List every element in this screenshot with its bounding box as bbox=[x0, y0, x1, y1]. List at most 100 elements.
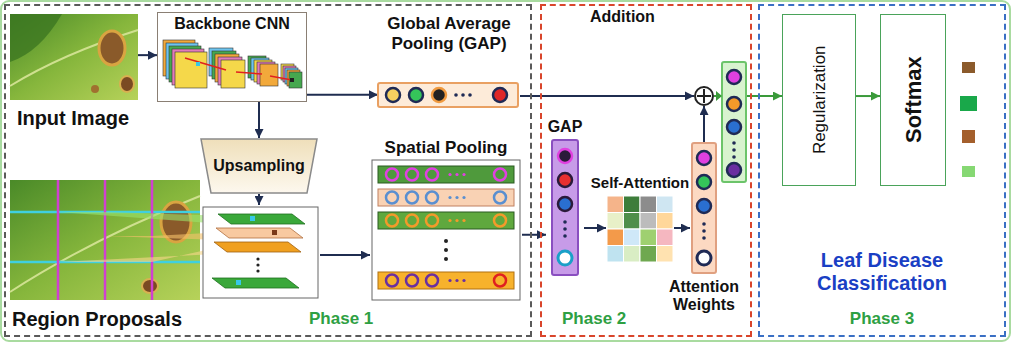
receptive-line bbox=[270, 76, 292, 80]
node-label: Addition bbox=[590, 8, 606, 26]
node-label: Input Image bbox=[17, 107, 129, 130]
ellipsis-dot bbox=[461, 93, 465, 97]
feature-dot bbox=[558, 149, 572, 163]
ellipsis-dot bbox=[448, 219, 451, 222]
feature-dot bbox=[406, 215, 418, 227]
flow-arrow bbox=[674, 227, 690, 229]
feature-dot bbox=[727, 70, 741, 84]
phase-region: Phase 1Input ImageBackbone CNNGlobal Ave… bbox=[4, 4, 532, 337]
disease-spot bbox=[99, 31, 125, 65]
ellipsis-dot bbox=[462, 196, 465, 199]
kernel-mark bbox=[250, 216, 255, 221]
attention-cell bbox=[657, 213, 674, 230]
feature-dot bbox=[426, 169, 438, 181]
pooling-list: Spatial Pooling bbox=[370, 138, 522, 302]
feature-dot bbox=[494, 192, 506, 204]
flow-arrow bbox=[522, 234, 546, 236]
feature-map bbox=[212, 278, 299, 288]
node-label: Phase 3 bbox=[850, 309, 914, 329]
feature-dot bbox=[697, 199, 711, 213]
flow-arrow bbox=[584, 227, 606, 229]
ellipsis-dot bbox=[455, 279, 458, 282]
flow-arrow bbox=[307, 94, 378, 96]
grid-line bbox=[151, 180, 154, 300]
feature-dot bbox=[406, 275, 418, 287]
leaf-vein bbox=[10, 30, 138, 86]
feature-vector bbox=[692, 143, 716, 273]
attention-cell bbox=[640, 229, 657, 246]
feature-map bbox=[221, 60, 245, 88]
feature-dot bbox=[558, 197, 572, 211]
kernel-mark bbox=[290, 78, 294, 82]
feature-vector-node: GAP bbox=[546, 118, 584, 278]
feature-map bbox=[218, 214, 305, 224]
ellipsis-dot bbox=[732, 141, 736, 145]
flow-arrow bbox=[856, 95, 880, 97]
kernel-mark bbox=[272, 230, 277, 235]
leaf-photo bbox=[10, 180, 200, 300]
feature-dot bbox=[406, 169, 418, 181]
feature-dot bbox=[558, 251, 572, 265]
feature-dot bbox=[727, 97, 741, 111]
attention-cell bbox=[607, 246, 624, 263]
process-box: Backbone CNN bbox=[157, 12, 307, 102]
attention-cell bbox=[624, 229, 641, 246]
ellipsis-dot bbox=[448, 173, 451, 176]
feature-dot bbox=[386, 169, 398, 181]
ellipsis-dot bbox=[702, 229, 706, 233]
attention-cell bbox=[607, 213, 624, 230]
ellipsis-dot bbox=[702, 222, 706, 226]
node-label: Softmax bbox=[900, 57, 925, 144]
attention-cell bbox=[640, 213, 657, 230]
attention-cell bbox=[640, 246, 657, 263]
node-label: Attention Weights bbox=[669, 278, 739, 315]
node-label: Phase 2 bbox=[562, 309, 626, 329]
feature-dot bbox=[697, 151, 711, 165]
ellipsis-dot bbox=[462, 173, 465, 176]
feature-vector bbox=[552, 140, 578, 275]
ellipsis-dot bbox=[448, 279, 451, 282]
disease-spot bbox=[142, 279, 158, 293]
feature-map bbox=[216, 228, 303, 238]
ellipsis-dot bbox=[455, 173, 458, 176]
trapezoid-shape bbox=[201, 139, 317, 193]
pooled-row bbox=[378, 166, 514, 183]
ellipsis-dot bbox=[444, 239, 448, 243]
class-score bbox=[962, 130, 975, 143]
addition-circle: Addition bbox=[694, 86, 714, 106]
ellipsis-dot bbox=[256, 269, 259, 272]
feature-dot bbox=[697, 251, 711, 265]
projection-wedge bbox=[58, 246, 224, 262]
grid-line bbox=[57, 180, 60, 300]
feature-map bbox=[175, 52, 207, 88]
ellipsis-dot bbox=[732, 148, 736, 152]
node-label: Phase 1 bbox=[309, 309, 373, 329]
attention-cell bbox=[657, 196, 674, 213]
flow-arrow bbox=[258, 194, 260, 205]
process-trapezoid: Upsampling bbox=[200, 138, 318, 194]
flow-arrow bbox=[320, 254, 370, 256]
node-label: Spatial Pooling bbox=[385, 138, 508, 158]
ellipsis-dot bbox=[455, 219, 458, 222]
ellipsis-dot bbox=[732, 155, 736, 159]
node-label: Backbone CNN bbox=[174, 15, 290, 33]
feature-vector bbox=[378, 83, 518, 107]
flow-arrow bbox=[138, 54, 157, 56]
disease-spot bbox=[91, 85, 99, 93]
leaf-photo bbox=[10, 14, 138, 100]
ellipsis-dot bbox=[462, 279, 465, 282]
ellipsis-dot bbox=[468, 93, 472, 97]
ellipsis-dot bbox=[702, 236, 706, 240]
ellipsis-dot bbox=[256, 263, 259, 266]
pooled-row bbox=[378, 272, 514, 289]
pooled-row bbox=[378, 212, 514, 229]
pooling-frame bbox=[372, 160, 520, 300]
feature-dot bbox=[432, 88, 446, 102]
feature-dot bbox=[494, 169, 506, 181]
feature-map bbox=[214, 242, 301, 252]
feature-dot bbox=[386, 88, 400, 102]
receptive-line bbox=[236, 72, 262, 74]
feature-dot bbox=[426, 215, 438, 227]
pooled-row bbox=[378, 189, 514, 206]
